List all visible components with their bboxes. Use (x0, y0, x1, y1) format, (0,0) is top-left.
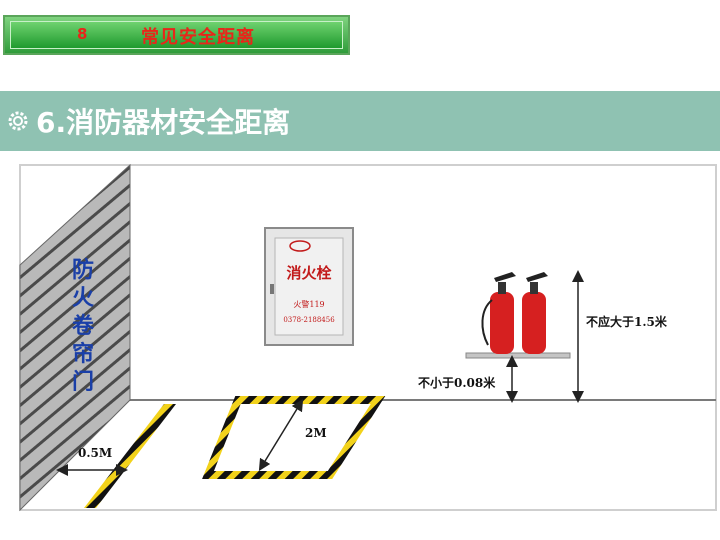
fire-shutter-door (19, 163, 131, 512)
page-title: 6.消防器材安全距离 (36, 106, 291, 139)
fire-extinguisher-2 (522, 272, 548, 354)
door-label-char: 卷 (71, 313, 94, 339)
gear-icon (8, 111, 28, 131)
hazard-zone (202, 396, 386, 479)
door-label-char: 帘 (71, 341, 94, 367)
base-clearance-label: 不小于0.08米 (418, 376, 496, 390)
door-hazard-line (84, 404, 176, 508)
cabinet-alarm-line: 火警119 (293, 300, 325, 309)
hydrant-cabinet-panel (274, 237, 344, 336)
extinguisher-platform (465, 352, 571, 359)
zone-distance-label: 2M (305, 426, 327, 440)
zone-dimension-arrow (258, 398, 304, 472)
banner-number: 8 (77, 25, 88, 43)
door-label-char: 防 (71, 257, 94, 283)
cabinet-logo (289, 240, 311, 252)
header-bar: 6.消防器材安全距离 (0, 91, 720, 151)
banner-title: 常见安全距离 (141, 27, 255, 48)
cabinet-title: 消火栓 (286, 264, 332, 282)
banner-inner (10, 21, 343, 49)
door-label-char: 门 (71, 369, 94, 395)
cabinet-handle (270, 284, 274, 294)
door-distance-label: 0.5M (78, 446, 113, 460)
section-banner: 8 常见安全距离 (3, 15, 350, 55)
fire-extinguisher-1 (481, 272, 516, 354)
door-label-char: 火 (71, 285, 94, 311)
height-limit-label: 不应大于1.5米 (586, 315, 667, 329)
cabinet-phone-line: 0378-2188456 (283, 316, 335, 324)
